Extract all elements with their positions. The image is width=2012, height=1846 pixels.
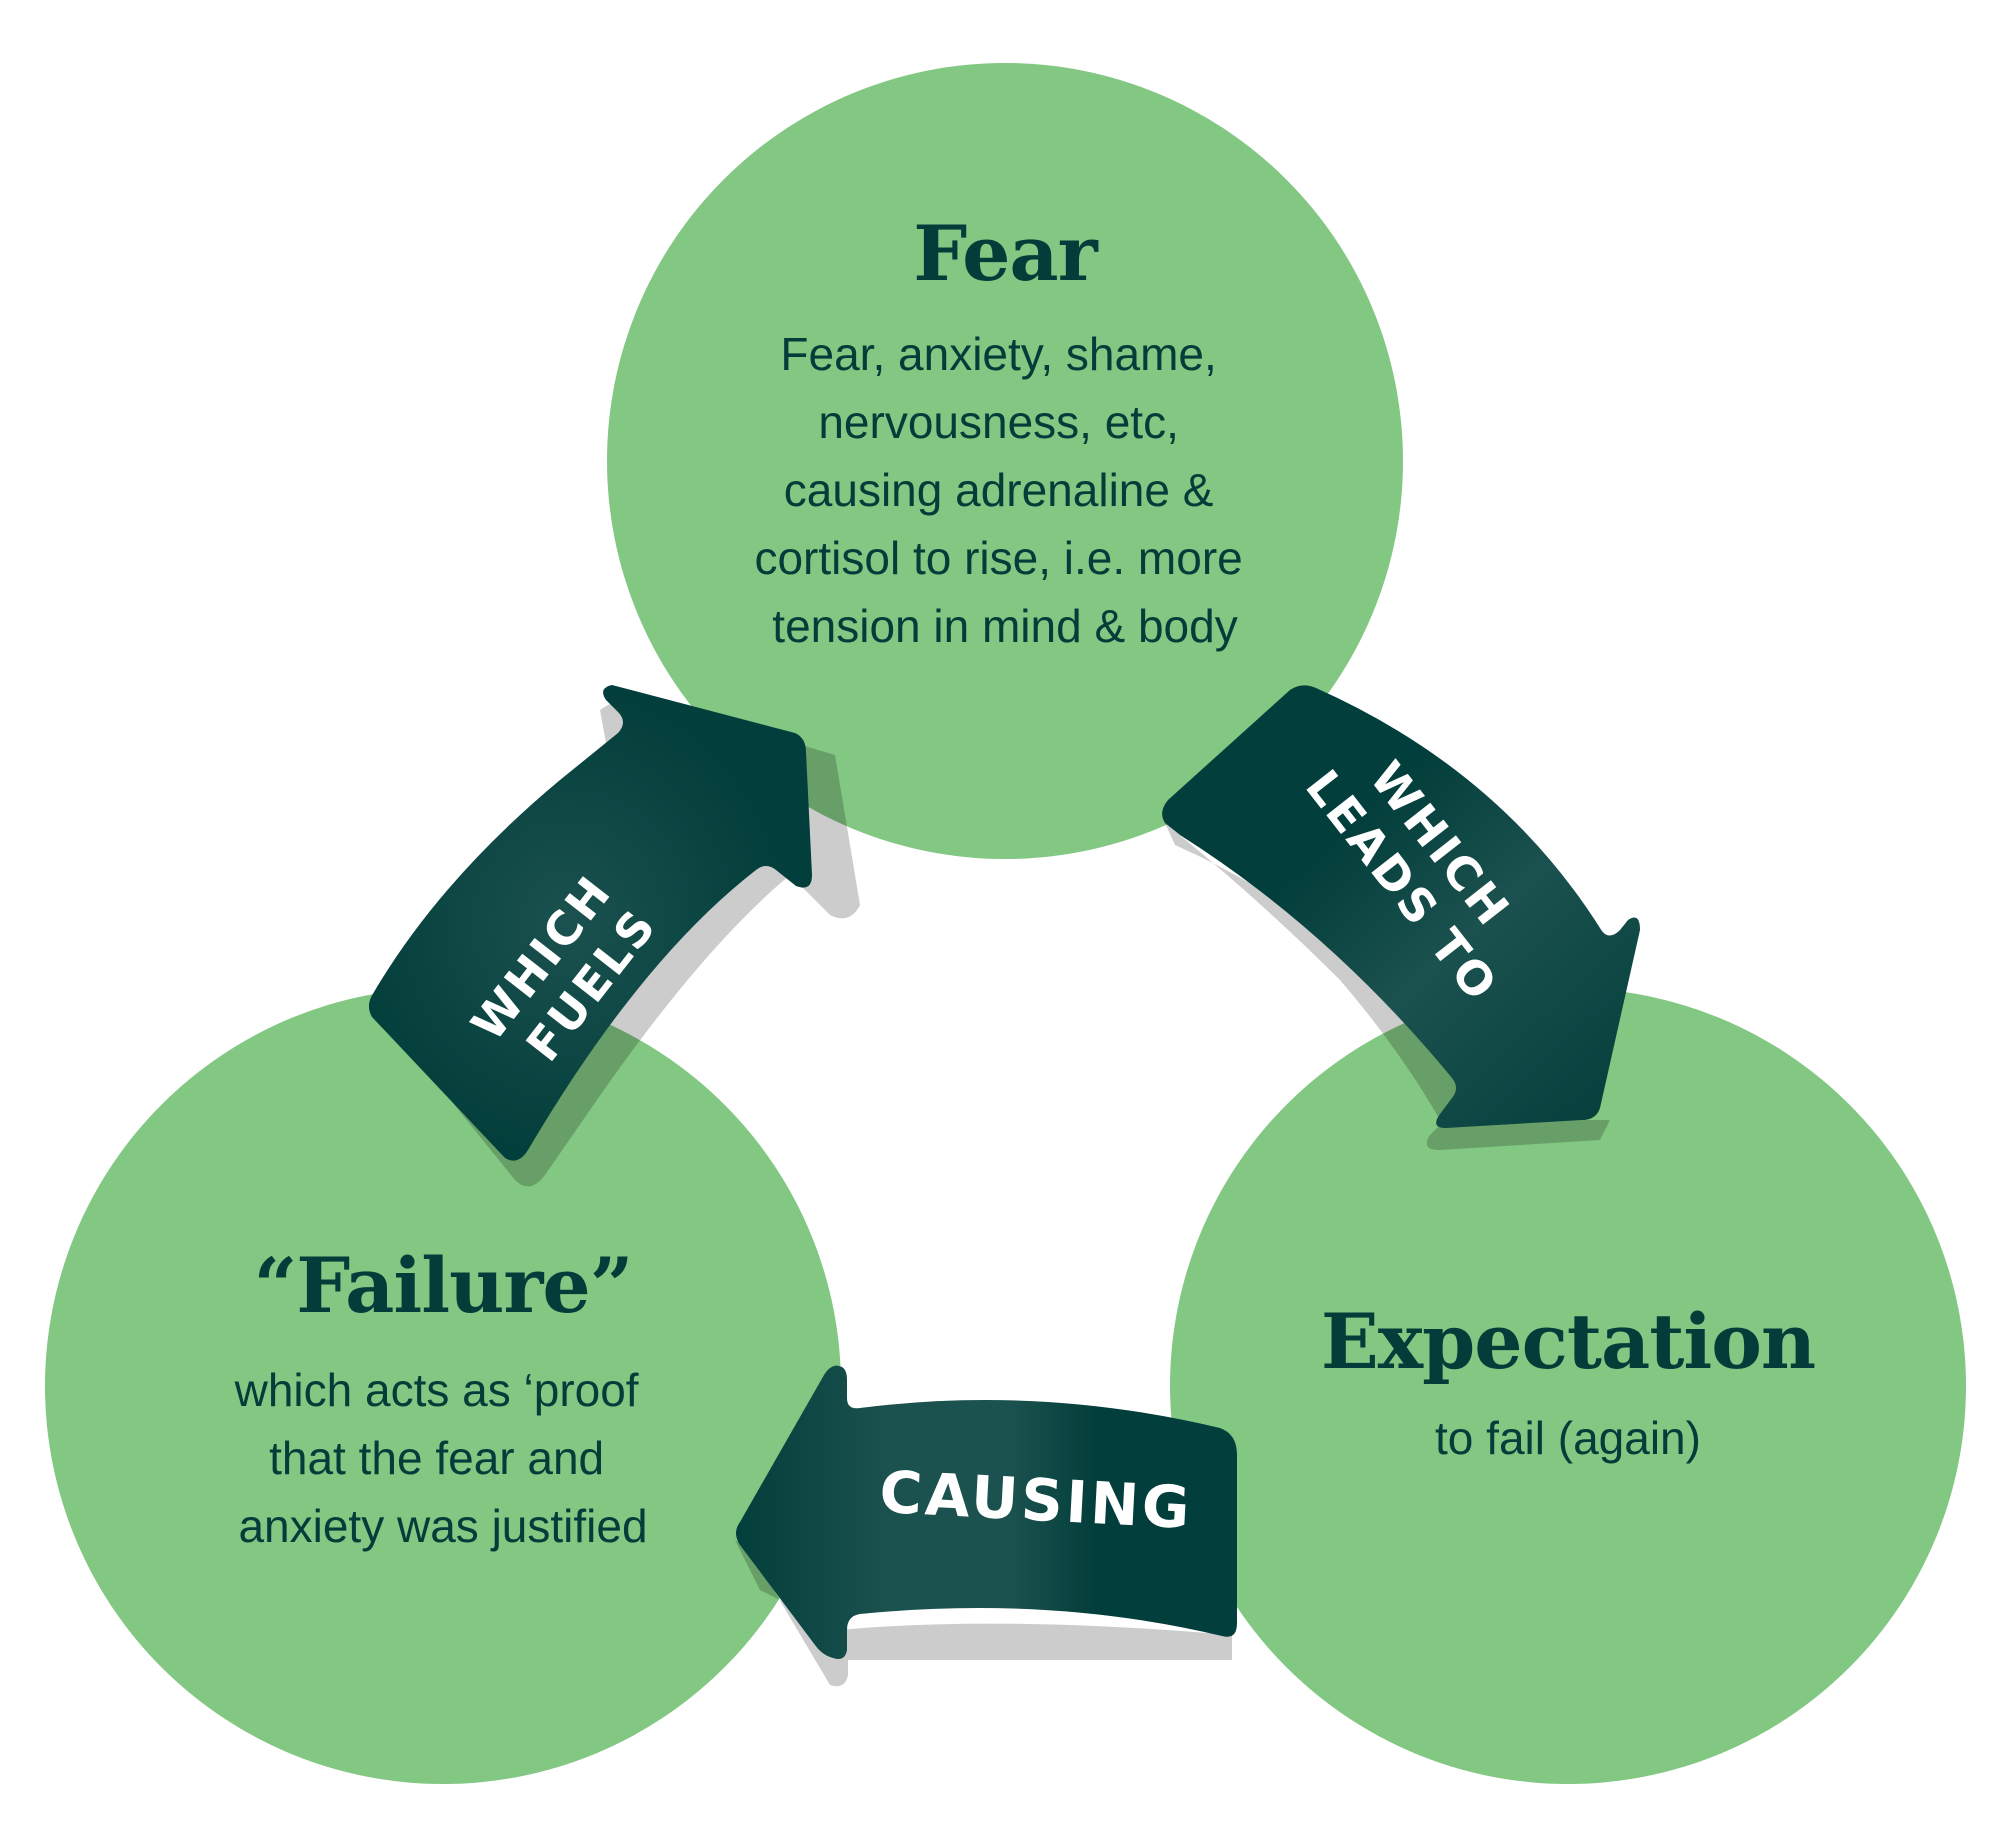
failure-body-line: anxiety was justified: [238, 1500, 647, 1552]
arrow-shape-leads-to: [1162, 685, 1640, 1128]
arrow-causing: CAUSING: [736, 1365, 1237, 1659]
expectation-body: to fail (again): [1435, 1412, 1701, 1464]
arrow-shadow-causing: [735, 1540, 1232, 1687]
arrow-label-causing: CAUSING: [878, 1458, 1194, 1542]
arrow-label-line: CAUSING: [878, 1458, 1194, 1542]
node-failure: [45, 988, 841, 1784]
failure-body-line: that the fear and: [269, 1432, 604, 1484]
expectation-body-line: to fail (again): [1435, 1412, 1701, 1464]
failure-body: which acts as ‘proof that the fear and a…: [234, 1364, 652, 1552]
fear-body-line: tension in mind & body: [772, 600, 1237, 652]
fear-body-line: cortisol to rise, i.e. more: [754, 532, 1242, 584]
expectation-circle: [1170, 988, 1966, 1784]
fear-body-line: causing adrenaline &: [784, 464, 1214, 516]
fear-circle: [607, 63, 1403, 859]
fear-body: Fear, anxiety, shame, nervousness, etc, …: [754, 328, 1255, 652]
arrow-shadow-leads-to: [1165, 823, 1610, 1150]
failure-title: “Failure”: [254, 1241, 633, 1330]
node-expectation: [1170, 988, 1966, 1784]
arrow-shape-fuels: [368, 685, 812, 1161]
expectation-title: Expectation: [1321, 1297, 1815, 1386]
fear-title: Fear: [913, 209, 1098, 298]
node-fear: [607, 63, 1403, 859]
fear-body-line: Fear, anxiety, shame,: [780, 328, 1216, 380]
fear-body-line: nervousness, etc,: [818, 396, 1179, 448]
arrow-shape-causing: [736, 1365, 1237, 1659]
arrow-which-leads-to: WHICH LEADS TO: [1162, 685, 1640, 1128]
failure-body-line: which acts as ‘proof: [234, 1364, 639, 1416]
failure-circle: [45, 988, 841, 1784]
